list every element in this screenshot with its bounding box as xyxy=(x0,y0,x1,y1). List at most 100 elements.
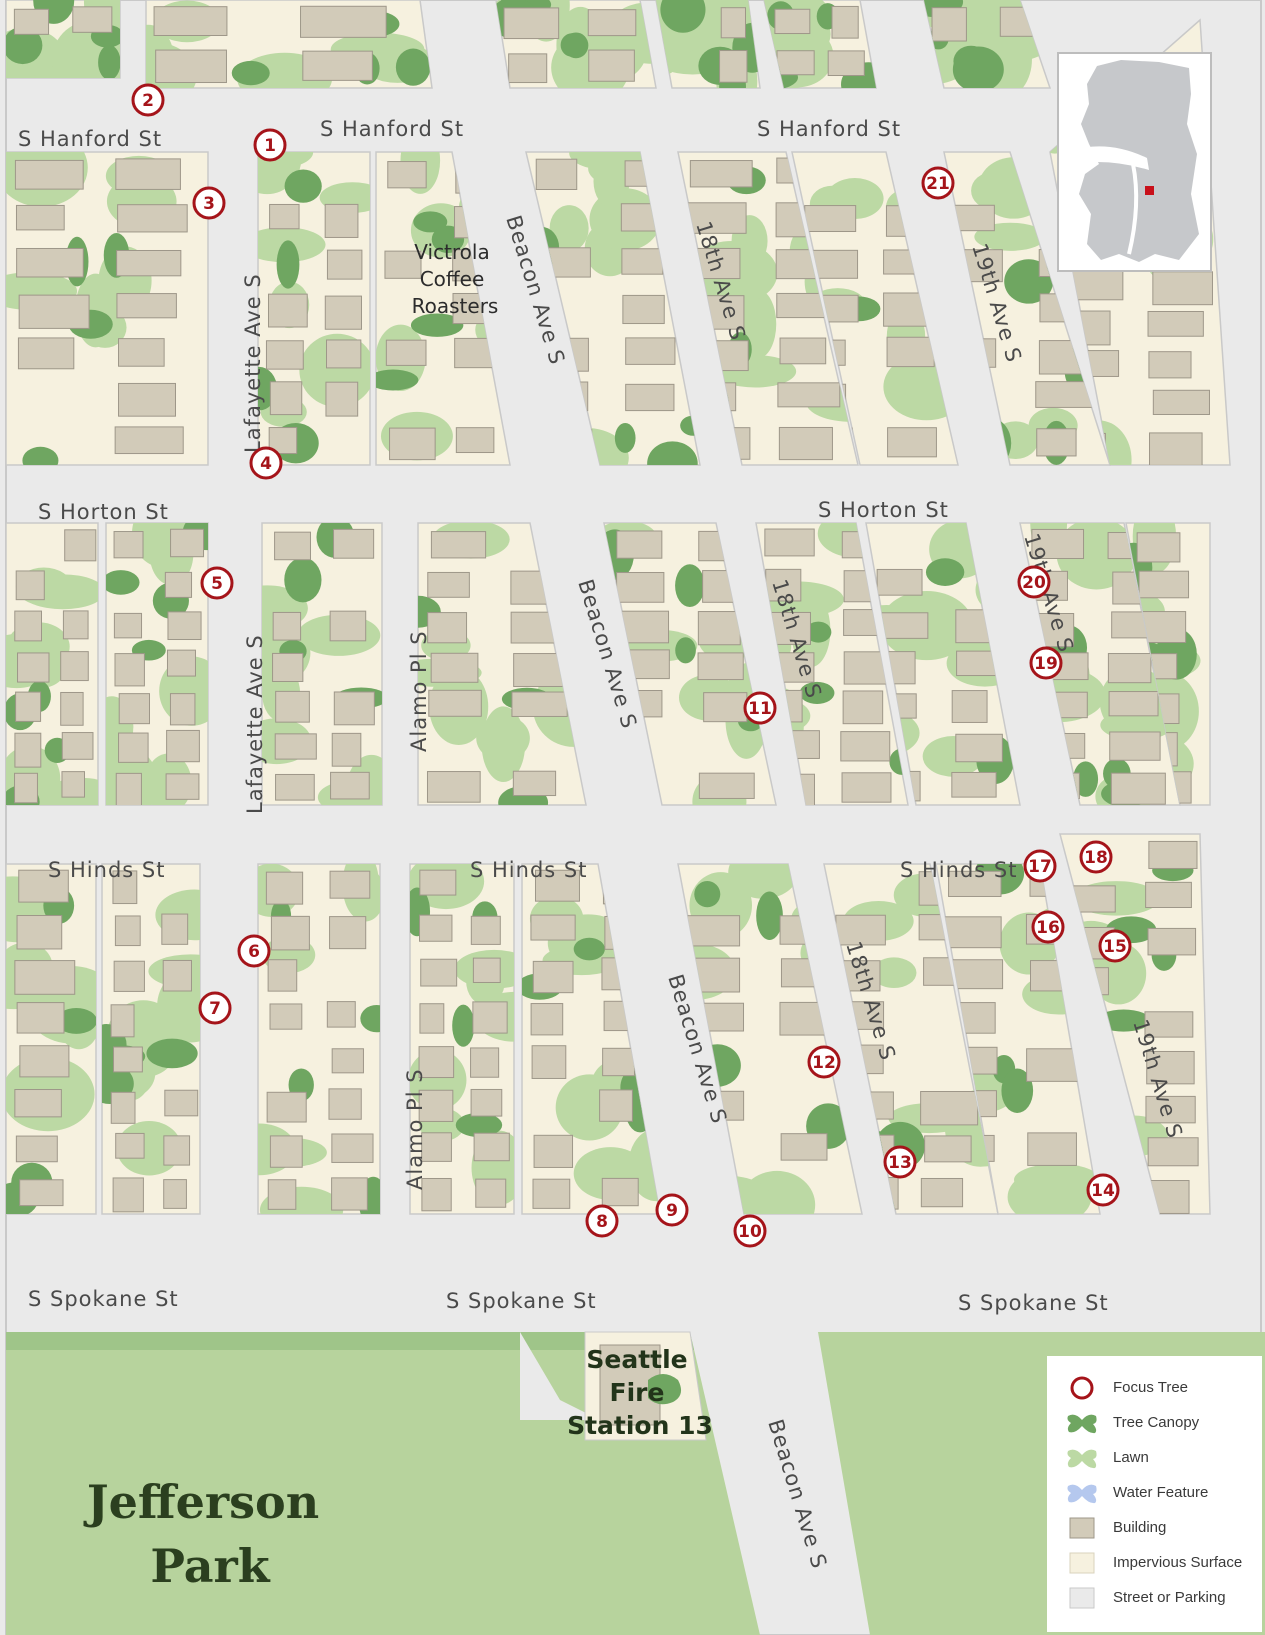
building xyxy=(1146,1050,1195,1085)
building xyxy=(19,1179,64,1207)
focus-tree-number: 14 xyxy=(1091,1181,1115,1201)
canopy-patch xyxy=(284,169,322,203)
building xyxy=(951,771,997,798)
building xyxy=(1148,351,1192,379)
focus-tree-20: 20 xyxy=(1017,565,1051,599)
street-label-spokane-center: S Spokane St xyxy=(446,1289,597,1313)
building xyxy=(1147,1137,1199,1167)
building xyxy=(15,204,65,231)
canopy-patch xyxy=(563,32,589,59)
building xyxy=(780,1133,828,1161)
legend-label: Lawn xyxy=(1113,1449,1149,1466)
legend-label: Focus Tree xyxy=(1113,1379,1189,1396)
street-label-hinds-center: S Hinds St xyxy=(470,858,587,882)
focus-tree-icon xyxy=(733,1214,767,1248)
inset-locator-map xyxy=(1057,52,1212,272)
focus-tree-icon xyxy=(1086,1173,1120,1207)
building xyxy=(1152,389,1210,415)
canopy-patch xyxy=(675,637,696,664)
building xyxy=(764,528,815,557)
building xyxy=(621,248,664,275)
legend-item-impervious-surface: Impervious Surface xyxy=(1065,1545,1262,1580)
building xyxy=(112,870,138,905)
focus-tree-number: 12 xyxy=(812,1053,836,1073)
building xyxy=(697,611,741,646)
building xyxy=(14,772,38,804)
building xyxy=(951,690,988,723)
building xyxy=(115,772,142,805)
canopy-patch xyxy=(647,441,698,465)
street-label-spokane-west: S Spokane St xyxy=(28,1287,179,1311)
building xyxy=(1144,1011,1194,1038)
building xyxy=(270,915,310,951)
canopy-patch xyxy=(799,681,835,704)
focus-tree-icon xyxy=(883,1145,917,1179)
canopy-patch xyxy=(410,313,464,337)
building xyxy=(421,1132,452,1162)
focus-tree-icon xyxy=(237,934,271,968)
building xyxy=(331,1048,364,1074)
focus-tree-15: 15 xyxy=(1098,929,1132,963)
building xyxy=(427,612,468,644)
building xyxy=(842,690,884,725)
building xyxy=(61,732,94,760)
legend-item-building: Building xyxy=(1065,1510,1262,1545)
building xyxy=(887,427,937,458)
focus-tree-number: 1 xyxy=(264,136,276,156)
building xyxy=(689,160,753,188)
building xyxy=(331,732,362,767)
building xyxy=(1108,691,1159,717)
seattle-outline xyxy=(1073,60,1199,262)
building xyxy=(118,693,150,725)
legend-label: Tree Canopy xyxy=(1113,1414,1200,1431)
lawn-patch xyxy=(52,18,120,78)
street-label-hanford-west: S Hanford St xyxy=(18,127,162,151)
building xyxy=(703,692,748,723)
focus-tree-number: 3 xyxy=(203,194,215,214)
building xyxy=(430,531,487,559)
canopy-patch xyxy=(1001,1068,1034,1113)
building xyxy=(1035,381,1094,408)
building xyxy=(475,1178,507,1208)
focus-tree-number: 2 xyxy=(142,91,154,111)
legend-label: Impervious Surface xyxy=(1113,1554,1243,1571)
building xyxy=(272,611,302,641)
focus-tree-10: 10 xyxy=(733,1214,767,1248)
canopy-patch xyxy=(660,0,706,33)
focus-tree-number: 9 xyxy=(666,1201,678,1221)
lawn-patch xyxy=(549,205,589,252)
building xyxy=(164,571,193,598)
canopy-patch xyxy=(231,60,270,86)
canopy-patch xyxy=(452,1004,475,1047)
building xyxy=(418,1089,454,1122)
building xyxy=(587,9,637,37)
tree-canopy-icon xyxy=(1065,1410,1099,1436)
building xyxy=(14,610,42,642)
building xyxy=(947,959,1004,990)
building xyxy=(531,1045,567,1079)
building xyxy=(1027,1132,1077,1166)
building xyxy=(16,247,84,278)
building xyxy=(62,610,89,640)
building xyxy=(116,293,177,319)
building xyxy=(324,295,362,330)
building xyxy=(953,204,995,232)
canopy-patch xyxy=(146,1038,198,1069)
block-contents xyxy=(258,152,370,464)
building xyxy=(153,6,228,36)
building xyxy=(1148,840,1198,869)
building xyxy=(686,915,741,947)
building xyxy=(113,1046,143,1073)
building xyxy=(512,770,557,797)
building xyxy=(116,249,182,277)
building xyxy=(163,1135,191,1166)
focus-tree-number: 19 xyxy=(1034,654,1058,674)
canopy-patch xyxy=(98,45,120,78)
building xyxy=(428,689,482,717)
building xyxy=(266,1091,307,1123)
building xyxy=(778,426,833,461)
building xyxy=(118,338,165,367)
building xyxy=(164,1089,199,1117)
focus-tree-number: 11 xyxy=(748,699,772,719)
street-label-horton-east: S Horton St xyxy=(818,498,949,522)
